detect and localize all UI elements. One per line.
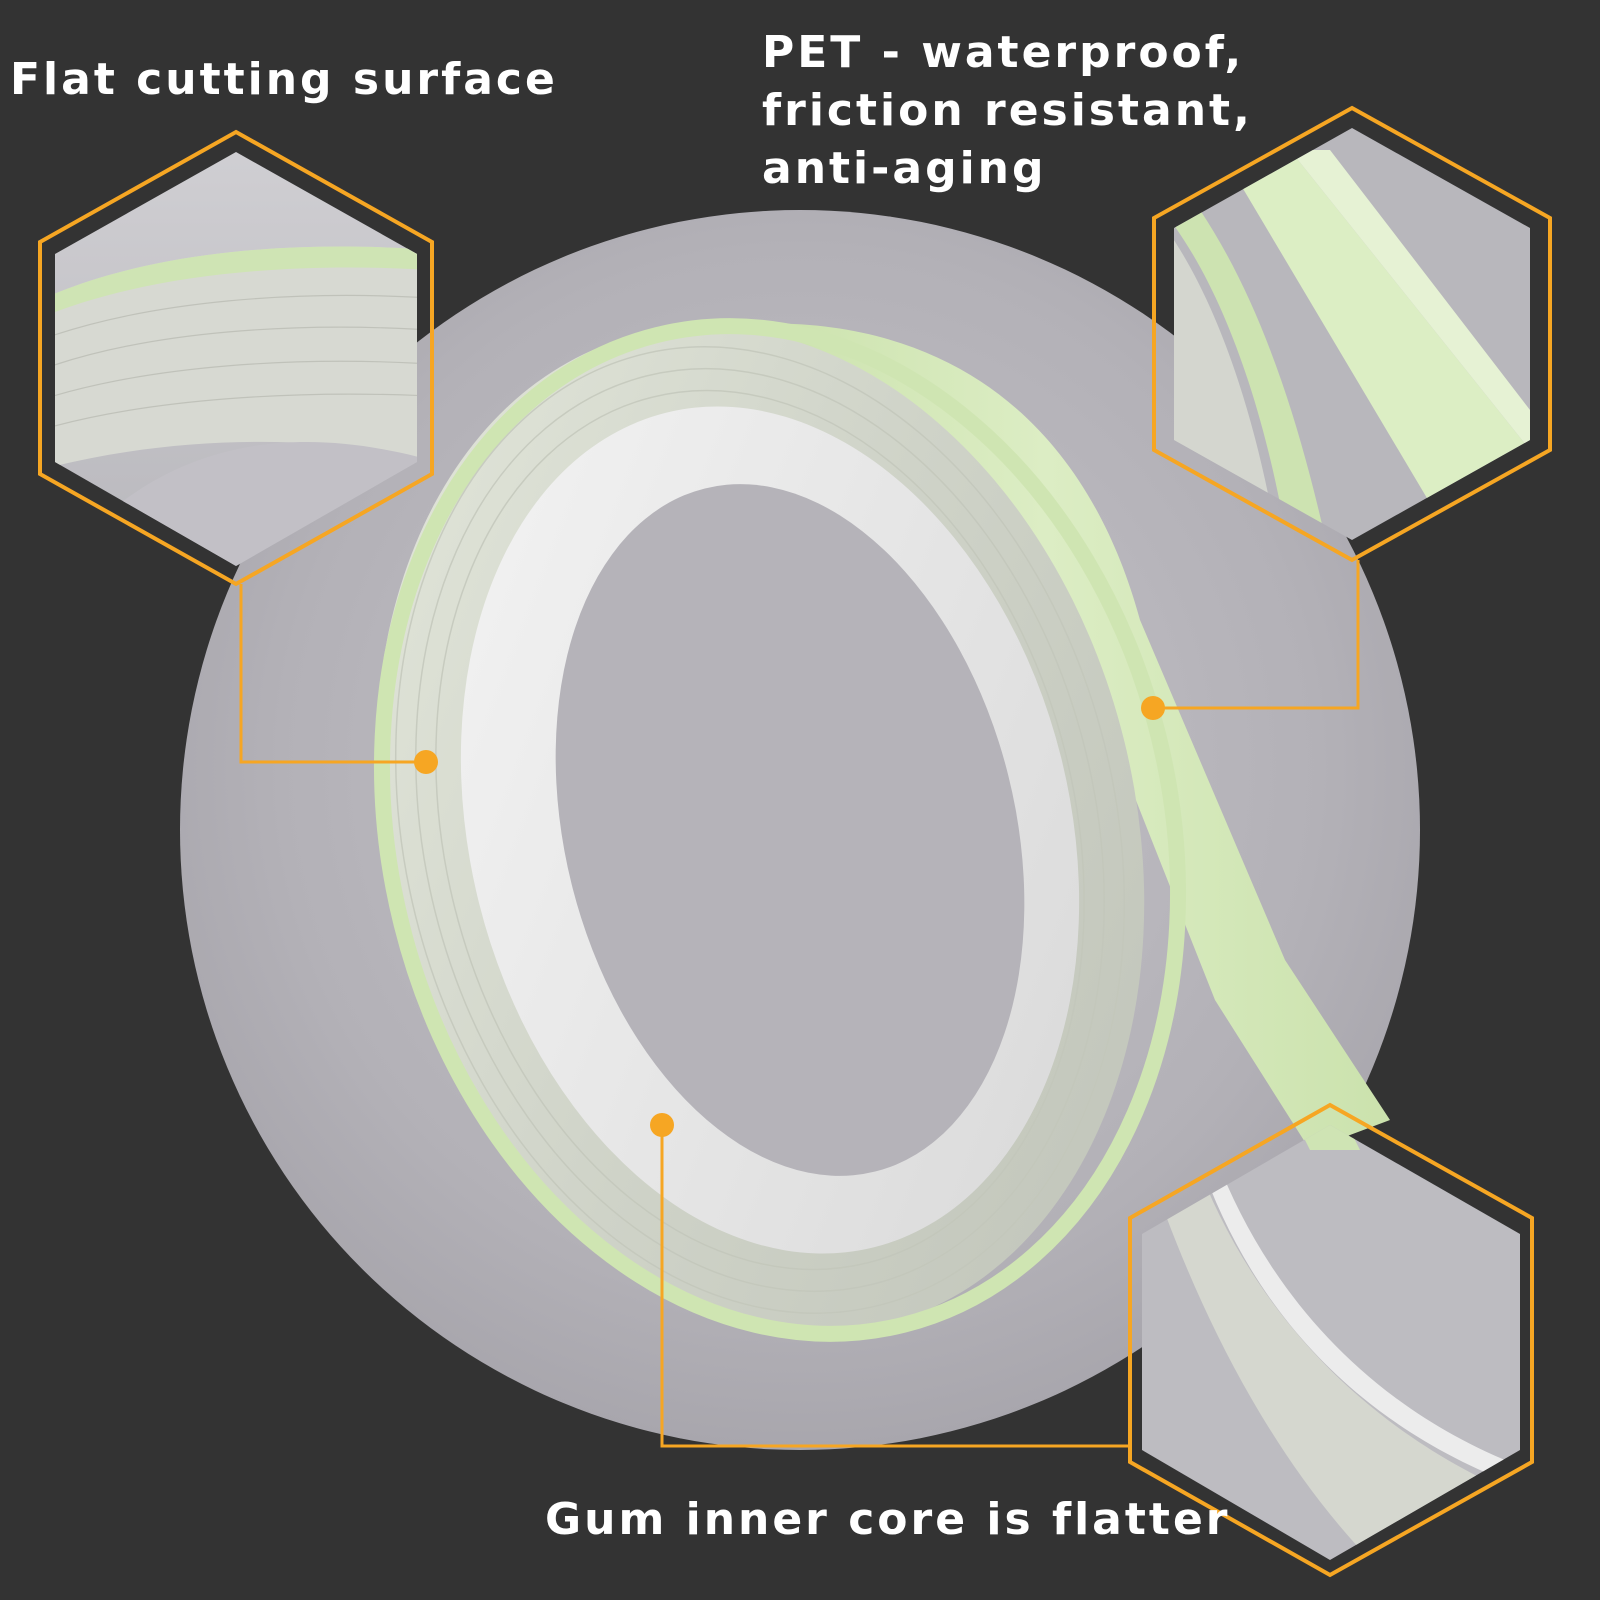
tape-winding-lines xyxy=(394,346,1126,1314)
callout-flat-cutting: Flat cutting surface xyxy=(10,54,558,105)
callout-pet-line3: anti-aging xyxy=(762,143,1047,194)
detail-hexagon-pet xyxy=(1152,105,1552,563)
marker-dot-flat xyxy=(414,750,438,774)
tape-strip xyxy=(700,323,1390,1150)
leader-lines xyxy=(239,560,1360,1448)
marker-dot-pet xyxy=(1141,696,1165,720)
tape-core-hole xyxy=(555,484,1025,1176)
tape-roll-rim xyxy=(373,318,1187,1342)
callout-pet: PET - waterproof, friction resistant, an… xyxy=(762,24,1253,198)
callout-pet-line2: friction resistant, xyxy=(762,85,1253,136)
callout-pet-line1: PET - waterproof, xyxy=(762,27,1245,78)
callout-gum-core: Gum inner core is flatter xyxy=(545,1494,1231,1545)
marker-dot-core xyxy=(650,1113,674,1137)
